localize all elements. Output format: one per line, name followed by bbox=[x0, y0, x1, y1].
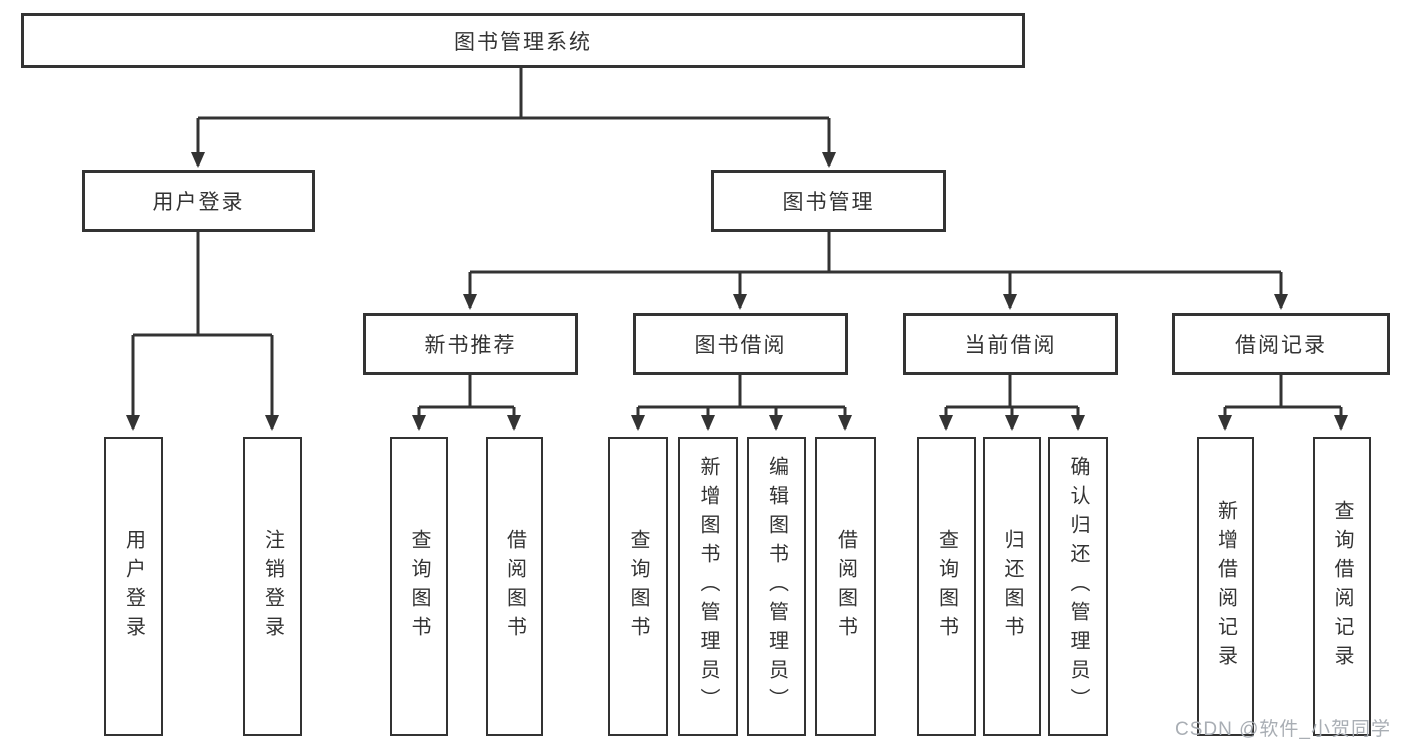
leaf-logout-label: 注销登录 bbox=[261, 528, 284, 645]
leaf-borrow-books-recommend: 借阅图书 bbox=[486, 437, 543, 736]
node-book-management: 图书管理 bbox=[711, 170, 946, 232]
leaf-user-login-label: 用户登录 bbox=[122, 528, 145, 645]
node-new-book-recommend: 新书推荐 bbox=[363, 313, 578, 375]
leaf-add-borrow-record-label: 新增借阅记录 bbox=[1214, 499, 1237, 674]
node-current-borrow: 当前借阅 bbox=[903, 313, 1118, 375]
node-current-borrow-label: 当前借阅 bbox=[964, 334, 1057, 357]
node-book-borrow-label: 图书借阅 bbox=[694, 334, 787, 357]
node-borrow-records: 借阅记录 bbox=[1172, 313, 1390, 375]
leaf-edit-book-admin-label: 编辑图书（管理员） bbox=[765, 456, 788, 717]
leaf-borrow-books-label: 借阅图书 bbox=[834, 528, 857, 645]
node-user-login-label: 用户登录 bbox=[152, 191, 245, 214]
leaf-return-book: 归还图书 bbox=[983, 437, 1041, 736]
node-borrow-records-label: 借阅记录 bbox=[1235, 334, 1327, 357]
node-new-book-recommend-label: 新书推荐 bbox=[424, 334, 517, 357]
node-book-borrow: 图书借阅 bbox=[633, 313, 848, 375]
leaf-query-books-recommend-label: 查询图书 bbox=[408, 528, 430, 645]
csdn-watermark: CSDN @软件_小贺同学 bbox=[1175, 719, 1391, 740]
leaf-query-books-current-label: 查询图书 bbox=[935, 528, 958, 645]
leaf-add-book-admin-label: 新增图书（管理员） bbox=[697, 456, 719, 717]
leaf-query-books-recommend: 查询图书 bbox=[390, 437, 448, 736]
node-root: 图书管理系统 bbox=[21, 13, 1025, 68]
leaf-user-login: 用户登录 bbox=[104, 437, 163, 736]
node-root-label: 图书管理系统 bbox=[454, 30, 592, 54]
leaf-query-books-current: 查询图书 bbox=[917, 437, 976, 736]
leaf-edit-book-admin: 编辑图书（管理员） bbox=[747, 437, 806, 736]
leaf-borrow-books-recommend-label: 借阅图书 bbox=[503, 528, 526, 645]
node-book-management-label: 图书管理 bbox=[782, 191, 875, 214]
node-user-login: 用户登录 bbox=[82, 170, 315, 232]
leaf-query-borrow-record: 查询借阅记录 bbox=[1313, 437, 1371, 736]
leaf-add-borrow-record: 新增借阅记录 bbox=[1197, 437, 1254, 736]
leaf-borrow-books: 借阅图书 bbox=[815, 437, 876, 736]
leaf-query-books-borrow: 查询图书 bbox=[608, 437, 668, 736]
leaf-add-book-admin: 新增图书（管理员） bbox=[678, 437, 738, 736]
leaf-query-borrow-record-label: 查询借阅记录 bbox=[1331, 499, 1353, 674]
leaf-return-book-label: 归还图书 bbox=[1001, 528, 1023, 645]
leaf-logout: 注销登录 bbox=[243, 437, 302, 736]
leaf-query-books-borrow-label: 查询图书 bbox=[627, 528, 649, 645]
leaf-confirm-return-admin: 确认归还（管理员） bbox=[1048, 437, 1108, 736]
leaf-confirm-return-admin-label: 确认归还（管理员） bbox=[1067, 456, 1089, 717]
